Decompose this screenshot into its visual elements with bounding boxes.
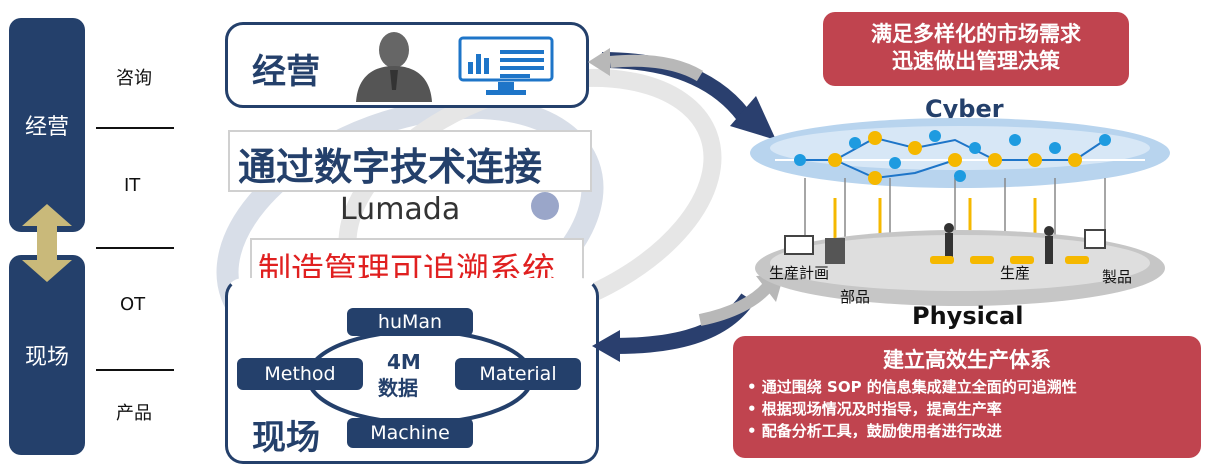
connect-title: 通过数字技术连接 — [238, 145, 543, 189]
divider-line — [96, 247, 174, 249]
field-level-bar: 现场 — [9, 255, 85, 455]
label-production-plan: 生産計画 — [769, 264, 830, 282]
4m-human: huMan — [347, 308, 473, 336]
double-arrow-icon — [22, 204, 72, 282]
4m-center-label: 4M — [387, 350, 421, 374]
dashboard-monitor-icon — [458, 36, 554, 95]
efficient-production-box: 建立高效生产体系 • 通过围绕 SOP 的信息集成建立全面的可追溯性 • 根据现… — [733, 336, 1201, 458]
level-ot: OT — [120, 294, 146, 315]
management-title: 经营 — [252, 52, 320, 92]
result-title: 建立高效生产体系 — [883, 348, 1051, 372]
connect-title-box — [228, 130, 592, 192]
physical-label: Physical — [912, 302, 1024, 330]
divider-line — [96, 369, 174, 371]
result-bullet: • 根据现场情况及时指导，提高生产率 — [747, 400, 1002, 418]
level-consulting: 咨询 — [116, 68, 152, 89]
businessman-icon — [356, 32, 432, 102]
label-parts: 部品 — [840, 288, 871, 306]
result-bullet: • 配备分析工具，鼓励使用者进行改进 — [747, 422, 1002, 440]
divider-line — [96, 127, 174, 129]
4m-center-sublabel: 数据 — [378, 376, 418, 400]
label-products: 製品 — [1102, 268, 1133, 286]
level-product: 产品 — [116, 403, 152, 424]
cyber-physical-illustration — [750, 118, 1170, 306]
4m-machine: Machine — [347, 418, 473, 448]
level-it: IT — [124, 175, 141, 196]
market-line-2: 迅速做出管理决策 — [892, 49, 1060, 73]
field-title: 现场 — [252, 418, 320, 458]
4m-material: Material — [455, 358, 581, 390]
market-line-1: 满足多样化的市场需求 — [871, 22, 1081, 46]
lumada-label: Lumada — [340, 192, 461, 227]
4m-method: Method — [237, 358, 363, 390]
market-demand-box: 满足多样化的市场需求 迅速做出管理决策 — [823, 12, 1129, 86]
field-level-label: 现场 — [24, 345, 69, 370]
flow-arrows — [588, 48, 784, 362]
management-level-bar: 经营 — [9, 18, 85, 232]
management-level-label: 经营 — [24, 115, 69, 140]
label-production: 生産 — [1000, 264, 1031, 282]
result-bullet: • 通过围绕 SOP 的信息集成建立全面的可追溯性 — [747, 378, 1077, 396]
